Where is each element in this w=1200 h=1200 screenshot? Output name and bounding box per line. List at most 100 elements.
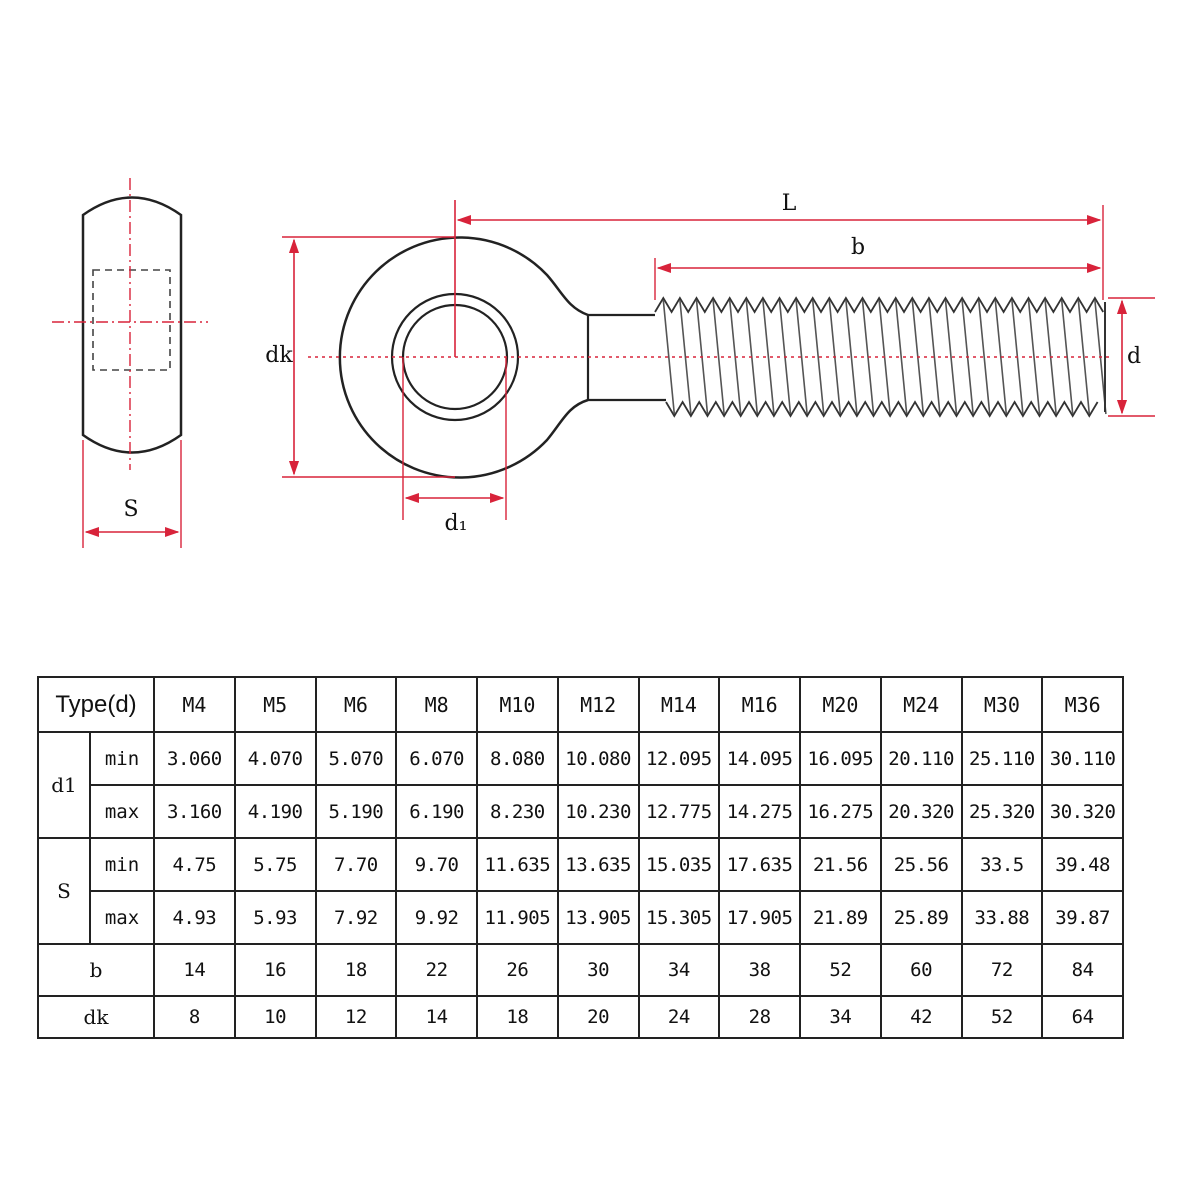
table-cell: 10.230 <box>556 784 640 839</box>
table-cell: 6.190 <box>395 784 478 839</box>
size-header: M6 <box>314 676 398 733</box>
table-cell: 13.905 <box>556 890 640 945</box>
table-cell: 10.080 <box>556 731 640 786</box>
table-cell: 18 <box>476 995 559 1039</box>
row-group-d1: d1 <box>37 731 91 839</box>
table-cell: 4.070 <box>233 731 317 786</box>
table-cell: 84 <box>1041 943 1124 997</box>
thread-line <box>811 299 825 415</box>
table-cell: 52 <box>799 943 882 997</box>
type-header: Type(d) <box>37 676 155 733</box>
table-cell: 17.905 <box>718 890 801 945</box>
size-header: M30 <box>960 676 1044 733</box>
table-cell: 21.56 <box>799 837 882 892</box>
table-cell: 34 <box>637 943 721 997</box>
size-header: M16 <box>718 676 801 733</box>
table-cell: 72 <box>960 943 1044 997</box>
table-cell: 16.275 <box>799 784 882 839</box>
thread-profile-bottom <box>665 400 1099 418</box>
size-header: M14 <box>637 676 721 733</box>
table-cell: 38 <box>718 943 801 997</box>
thread-line <box>977 299 991 415</box>
table-cell: 39.48 <box>1041 837 1124 892</box>
table-row-b: b 14 16 18 22 26 30 34 38 52 60 72 84 <box>37 943 1124 997</box>
table-cell: 14 <box>153 943 236 997</box>
row-label-max: max <box>89 784 155 839</box>
b-label: b <box>851 235 865 260</box>
table-cell: 7.70 <box>314 837 398 892</box>
table-cell: 10 <box>233 995 317 1039</box>
table-row-s-max: max 4.93 5.93 7.92 9.92 11.905 13.905 15… <box>38 890 1124 945</box>
table-cell: 5.75 <box>233 837 317 892</box>
table-row-d1-max: max 3.160 4.190 5.190 6.190 8.230 10.230… <box>38 784 1124 839</box>
dk-label: dk <box>265 343 293 368</box>
table-cell: 3.060 <box>153 731 236 786</box>
table-cell: 33.88 <box>960 890 1044 945</box>
table-cell: 11.635 <box>476 837 559 892</box>
table-cell: 16.095 <box>799 731 882 786</box>
table-cell: 3.160 <box>153 784 236 839</box>
table-cell: 52 <box>960 995 1044 1039</box>
row-group-s: S <box>37 837 91 945</box>
thread-line <box>894 299 908 415</box>
table-cell: 25.110 <box>960 731 1044 786</box>
table-cell: 26 <box>476 943 559 997</box>
table-cell: 39.87 <box>1041 890 1124 945</box>
size-header: M24 <box>879 676 963 733</box>
table-cell: 15.305 <box>637 890 721 945</box>
row-label-min: min <box>89 731 155 786</box>
table-cell: 22 <box>395 943 478 997</box>
table-cell: 11.905 <box>476 890 559 945</box>
table-cell: 14.095 <box>718 731 801 786</box>
side-view: S <box>52 178 208 548</box>
table-cell: 5.190 <box>314 784 398 839</box>
size-header: M36 <box>1041 676 1124 733</box>
table-row-d1-min: d1 min 3.060 4.070 5.070 6.070 8.080 10.… <box>37 731 1124 839</box>
table-cell: 8.080 <box>476 731 559 786</box>
table-cell: 30 <box>556 943 640 997</box>
table-cell: 30.320 <box>1041 784 1124 839</box>
thread-line <box>762 299 775 415</box>
table-cell: 9.70 <box>395 837 478 892</box>
table-cell: 6.070 <box>395 731 478 786</box>
size-header: M8 <box>395 676 478 733</box>
size-header: M5 <box>233 676 317 733</box>
table-cell: 12.095 <box>637 731 721 786</box>
table-cell: 20 <box>556 995 640 1039</box>
size-header: M4 <box>153 676 236 733</box>
row-label-dk: dk <box>37 995 155 1039</box>
table-cell: 24 <box>637 995 721 1039</box>
thread-profile-top <box>654 296 1104 314</box>
thread-line <box>845 299 858 415</box>
table-row-s-min: S min 4.75 5.75 7.70 9.70 11.635 13.635 … <box>37 837 1124 945</box>
table-cell: 4.75 <box>153 837 236 892</box>
side-view-hole-hidden <box>92 269 171 371</box>
table-cell: 7.92 <box>314 890 398 945</box>
table-cell: 21.89 <box>799 890 882 945</box>
table-cell: 8.230 <box>476 784 559 839</box>
table-cell: 16 <box>233 943 317 997</box>
thread-line <box>944 299 958 415</box>
table-cell: 28 <box>718 995 801 1039</box>
thread-line <box>1060 299 1074 415</box>
row-label-min: min <box>89 837 155 892</box>
eye-outline <box>338 236 589 479</box>
thread-line <box>795 299 808 415</box>
thread-line <box>994 299 1008 415</box>
eye-bolt-drawing: S L b dk d <box>52 178 1155 548</box>
table-cell: 5.070 <box>314 731 398 786</box>
thread-line <box>679 299 692 415</box>
dimension-table: Type(d) M4 M5 M6 M8 M10 M12 M14 M16 M20 … <box>37 676 1124 1039</box>
table-cell: 14.275 <box>718 784 801 839</box>
table-header-row: Type(d) M4 M5 M6 M8 M10 M12 M14 M16 M20 … <box>37 676 1124 733</box>
row-label-max: max <box>89 890 155 945</box>
thread-line <box>1077 299 1091 415</box>
table-cell: 42 <box>879 995 963 1039</box>
table-cell: 12 <box>314 995 398 1039</box>
table-cell: 33.5 <box>960 837 1044 892</box>
table-cell: 12.775 <box>637 784 721 839</box>
table-cell: 30.110 <box>1041 731 1124 786</box>
side-view-outline <box>81 196 183 454</box>
row-label-b: b <box>37 943 155 997</box>
table-cell: 13.635 <box>556 837 640 892</box>
